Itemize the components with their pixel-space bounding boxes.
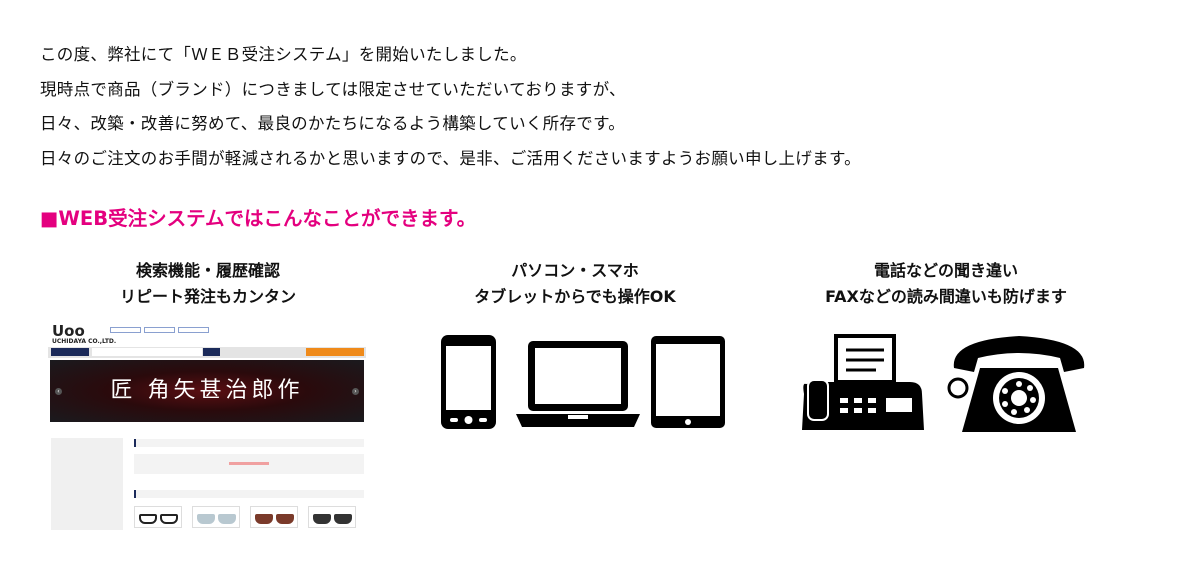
intro-line: 日々、改築・改善に努めて、最良のかたちになるよう構築していく所存です。 <box>40 114 626 133</box>
nav-bar <box>48 347 366 358</box>
intro-line: 現時点で商品（ブランド）につきましては限定させていただいておりますが、 <box>40 79 626 99</box>
section-header <box>134 490 364 498</box>
intro-line: この度、弊社にて「ＷＥＢ受注システム」を開始いたしました。 <box>40 45 527 64</box>
product-thumb <box>250 506 298 528</box>
tablet-icon <box>651 336 725 428</box>
telephone-icon <box>947 336 1085 432</box>
feature-heading: ■WEB受注システムではこんなことができます。 <box>40 207 477 230</box>
prev-arrow-icon: ‹ <box>55 388 62 395</box>
top-links <box>110 327 209 333</box>
intro-text: この度、弊社にて「ＷＥＢ受注システム」を開始いたしました。 現時点で商品（ブラン… <box>40 38 861 176</box>
feature-title-search: 検索機能・履歴確認 リピート発注もカンタン <box>108 258 308 310</box>
feature-title-line: パソコン・スマホ <box>511 261 639 280</box>
product-thumb <box>192 506 240 528</box>
intro-line: 日々のご注文のお手間が軽減されるかと思いますので、是非、ご活用くださいますようお… <box>40 148 861 168</box>
banner-title: 匠 角矢甚治郎作 <box>110 378 304 403</box>
fax-icon <box>802 334 924 430</box>
next-arrow-icon: › <box>352 388 359 395</box>
smartphone-icon <box>441 335 496 429</box>
feature-title-line: 検索機能・履歴確認 <box>135 261 280 280</box>
product-thumb <box>134 506 182 528</box>
message-box <box>134 454 364 474</box>
feature-title-line: FAXなどの読み間違いも防げます <box>825 287 1067 306</box>
feature-title-devices: パソコン・スマホ タブレットからでも操作OK <box>455 258 695 310</box>
product-thumb <box>308 506 356 528</box>
section-header <box>134 439 364 447</box>
feature-title-line: 電話などの聞き違い <box>873 261 1018 280</box>
feature-title-line: リピート発注もカンタン <box>119 287 296 306</box>
feature-title-line: タブレットからでも操作OK <box>474 287 676 306</box>
feature-title-accuracy: 電話などの聞き違い FAXなどの読み間違いも防げます <box>800 258 1092 310</box>
hero-banner: 匠 角矢甚治郎作 ‹ › <box>50 360 364 422</box>
sidebar-box <box>51 438 123 530</box>
laptop-icon <box>516 341 640 427</box>
